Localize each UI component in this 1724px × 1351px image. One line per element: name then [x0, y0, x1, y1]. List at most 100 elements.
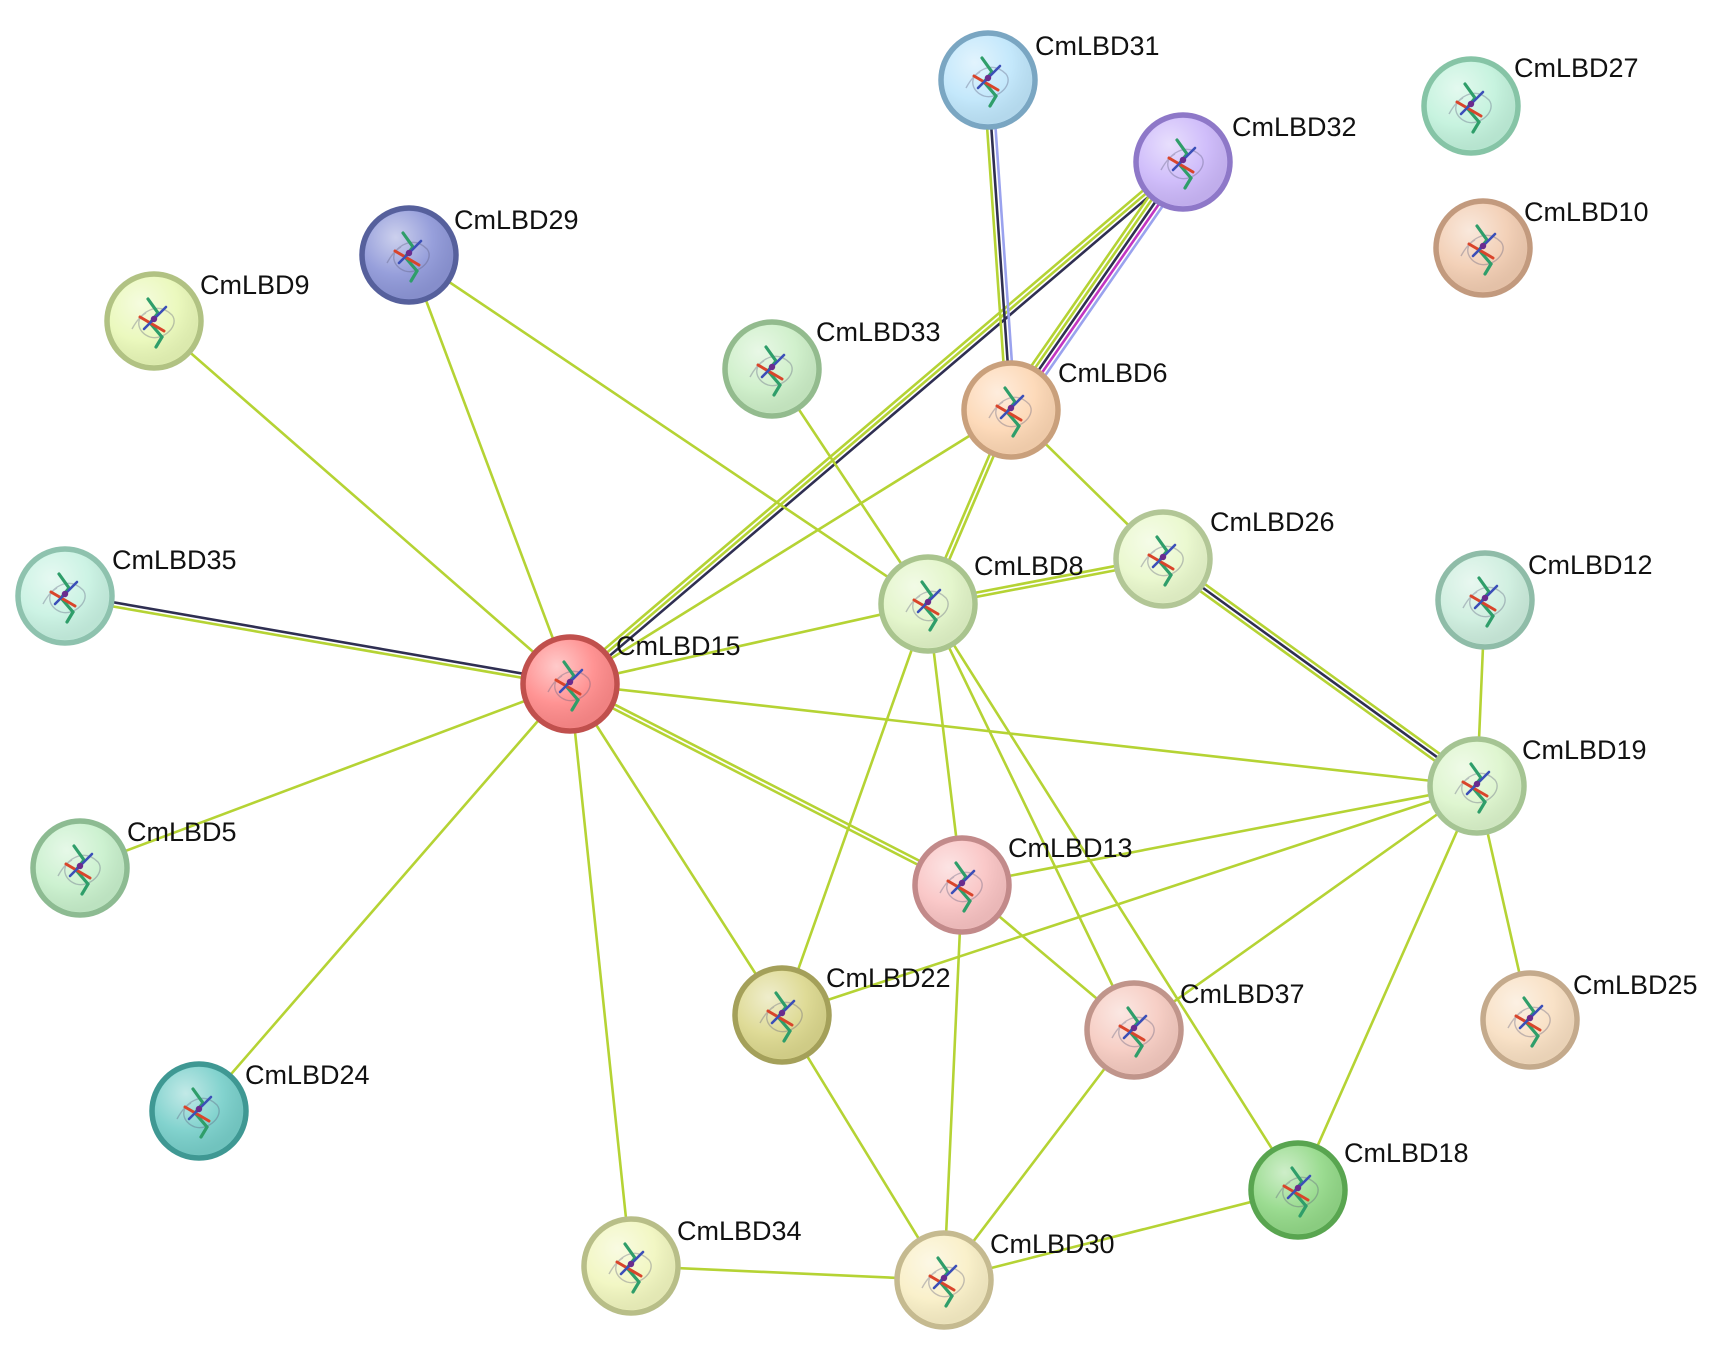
protein-structure-icon	[386, 231, 430, 283]
edge-line	[565, 157, 1182, 683]
edge-line	[942, 1028, 1136, 1282]
protein-structure-icon	[759, 991, 803, 1043]
node-cmlbd25[interactable]: CmLBD25	[1480, 970, 1698, 1070]
edge-line	[926, 602, 1136, 1032]
protein-structure-icon	[921, 1256, 965, 1308]
node-cmlbd37[interactable]: CmLBD37	[1084, 979, 1305, 1080]
node-label: CmLBD9	[200, 270, 310, 300]
protein-structure-icon	[1507, 996, 1551, 1048]
node-cmlbd8[interactable]: CmLBD8	[878, 551, 1084, 654]
edge-CmLBD30-CmLBD18	[942, 1188, 1300, 1282]
node-cmlbd12[interactable]: CmLBD12	[1435, 550, 1653, 650]
node-label: CmLBD5	[127, 817, 237, 847]
edge-line	[1161, 557, 1479, 788]
edge-line	[942, 883, 964, 1282]
node-cmlbd26[interactable]: CmLBD26	[1113, 507, 1335, 609]
node-label: CmLBD18	[1344, 1138, 1469, 1168]
protein-structure-icon	[1140, 535, 1184, 587]
edge-CmLBD32-CmLBD6	[1002, 155, 1192, 417]
edge-line	[780, 602, 930, 1017]
protein-structure-icon	[749, 345, 793, 397]
edge-line	[569, 680, 965, 885]
node-label: CmLBD34	[677, 1216, 802, 1246]
protein-structure-icon	[988, 386, 1032, 438]
node-label: CmLBD10	[1524, 197, 1649, 227]
node-label: CmLBD25	[1573, 970, 1698, 1000]
edge-layer	[63, 78, 1532, 1282]
edge-line	[568, 682, 633, 1268]
edge-CmLBD15-CmLBD24	[197, 682, 572, 1113]
edge-line	[1296, 784, 1479, 1192]
edge-line	[197, 682, 572, 1113]
edge-CmLBD8-CmLBD18	[926, 602, 1300, 1192]
protein-structure-icon	[1462, 576, 1506, 628]
edge-line	[64, 592, 572, 684]
edge-CmLBD19-CmLBD13	[960, 784, 1479, 887]
protein-structure-icon	[1460, 224, 1504, 276]
edge-CmLBD19-CmLBD37	[1132, 784, 1479, 1032]
edge-line	[1132, 784, 1479, 1032]
edge-CmLBD29-CmLBD8	[407, 253, 930, 606]
edge-CmLBD37-CmLBD30	[942, 1028, 1136, 1282]
edge-line	[571, 163, 1188, 689]
node-cmlbd22[interactable]: CmLBD22	[732, 963, 951, 1065]
node-label: CmLBD33	[816, 317, 941, 347]
edge-line	[567, 684, 963, 889]
node-cmlbd35[interactable]: CmLBD35	[15, 545, 237, 646]
node-cmlbd9[interactable]: CmLBD9	[104, 270, 310, 371]
node-label: CmLBD19	[1522, 735, 1647, 765]
edge-CmLBD8-CmLBD22	[780, 602, 930, 1017]
node-label: CmLBD22	[826, 963, 951, 993]
edge-line	[1013, 163, 1188, 414]
edge-line	[1016, 165, 1192, 417]
node-cmlbd18[interactable]: CmLBD18	[1248, 1138, 1469, 1240]
edge-line	[1009, 160, 1185, 412]
edge-line	[1002, 155, 1178, 407]
protein-structure-icon	[1111, 1006, 1155, 1058]
node-cmlbd19[interactable]: CmLBD19	[1427, 735, 1647, 836]
edge-CmLBD19-CmLBD22	[780, 784, 1479, 1017]
edge-line	[1006, 158, 1181, 409]
node-label: CmLBD15	[616, 631, 741, 661]
edge-CmLBD34-CmLBD30	[629, 1264, 946, 1282]
edge-line	[568, 408, 1013, 686]
node-cmlbd5[interactable]: CmLBD5	[30, 817, 237, 918]
node-cmlbd10[interactable]: CmLBD10	[1433, 197, 1649, 298]
node-cmlbd29[interactable]: CmLBD29	[359, 205, 579, 305]
protein-structure-icon	[608, 1242, 652, 1294]
protein-structure-icon	[1448, 82, 1492, 134]
node-cmlbd30[interactable]: CmLBD30	[894, 1229, 1115, 1330]
edge-line	[152, 319, 572, 686]
edge-line	[780, 1013, 946, 1282]
edge-CmLBD15-CmLBD8	[568, 602, 930, 686]
node-label: CmLBD31	[1035, 31, 1160, 61]
edge-CmLBD22-CmLBD30	[780, 1013, 946, 1282]
edge-line	[960, 784, 1479, 887]
node-cmlbd32[interactable]: CmLBD32	[1133, 112, 1357, 212]
node-label: CmLBD13	[1008, 833, 1133, 863]
edge-CmLBD31-CmLBD6	[982, 78, 1017, 412]
node-cmlbd33[interactable]: CmLBD33	[722, 317, 941, 419]
edge-CmLBD19-CmLBD18	[1296, 784, 1479, 1192]
protein-structure-icon	[57, 844, 101, 896]
edge-CmLBD8-CmLBD37	[926, 602, 1136, 1032]
protein-structure-icon	[939, 861, 983, 913]
node-label: CmLBD8	[974, 551, 1084, 581]
node-cmlbd31[interactable]: CmLBD31	[938, 30, 1160, 130]
node-cmlbd13[interactable]: CmLBD13	[912, 833, 1133, 935]
edge-line	[926, 602, 1300, 1192]
node-cmlbd24[interactable]: CmLBD24	[149, 1060, 370, 1161]
node-cmlbd34[interactable]: CmLBD34	[581, 1216, 802, 1316]
edge-CmLBD15-CmLBD9	[152, 319, 572, 686]
node-cmlbd6[interactable]: CmLBD6	[961, 358, 1168, 460]
node-label: CmLBD37	[1180, 979, 1305, 1009]
node-cmlbd15[interactable]: CmLBD15	[520, 631, 741, 734]
edge-line	[780, 784, 1479, 1017]
node-label: CmLBD27	[1514, 53, 1639, 83]
node-cmlbd27[interactable]: CmLBD27	[1421, 53, 1639, 156]
node-label: CmLBD6	[1058, 358, 1168, 388]
protein-structure-icon	[905, 580, 949, 632]
edge-CmLBD13-CmLBD30	[942, 883, 964, 1282]
edge-line	[568, 602, 930, 686]
edge-line	[990, 78, 1017, 412]
